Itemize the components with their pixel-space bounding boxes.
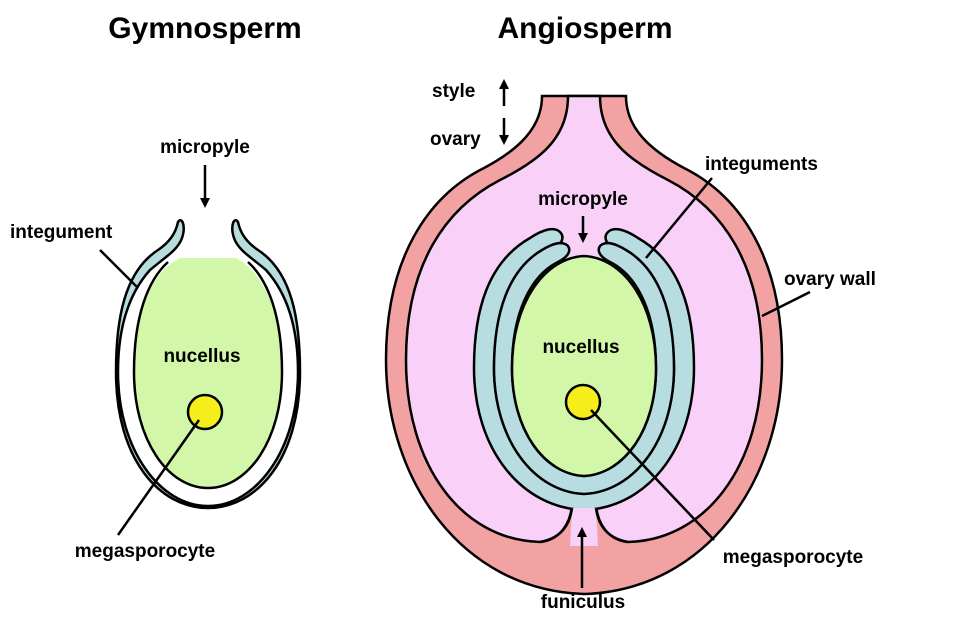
gymnosperm-integument-ring	[114, 219, 302, 510]
angiosperm-nucellus	[510, 254, 658, 478]
angiosperm-ovary-wall-label: ovary wall	[784, 269, 876, 290]
gymnosperm-integument-label: integument	[10, 222, 113, 243]
gymnosperm-megasporocyte	[186, 393, 224, 431]
gymnosperm-micropyle-label: micropyle	[160, 137, 250, 158]
gymnosperm-megasporocyte-leader	[116, 419, 201, 536]
funiculus-outline	[539, 507, 629, 544]
gymnosperm-nucellus-outline	[132, 261, 284, 490]
gymnosperm-annotations: micropyle integument nucellus megasporoc…	[10, 137, 250, 562]
gymnosperm-title: Gymnosperm	[108, 12, 301, 45]
angiosperm-style-label: style	[432, 81, 475, 102]
gymnosperm-megasporocyte-label: megasporocyte	[75, 541, 215, 562]
gymnosperm-panel: Gymnosperm	[108, 12, 302, 510]
gymnosperm-integument-leader	[99, 249, 139, 289]
angiosperm-layers	[384, 94, 784, 596]
gymnosperm-nucellus	[134, 258, 282, 488]
angiosperm-annotations: Angiosperm style ovary micropyle integum…	[430, 12, 876, 613]
angiosperm-micropyle-label: micropyle	[538, 189, 628, 210]
angiosperm-megasporocyte-label: megasporocyte	[723, 547, 863, 568]
angiosperm-integuments-label: integuments	[705, 154, 818, 175]
funiculus	[570, 508, 598, 546]
angiosperm-nucellus-label: nucellus	[542, 337, 619, 358]
angiosperm-integuments-leader	[645, 177, 713, 259]
angiosperm-megasporocyte-leader	[590, 409, 715, 541]
angiosperm-funiculus-label: funiculus	[541, 592, 625, 613]
gymnosperm-nucellus-label: nucellus	[163, 346, 240, 367]
gymnosperm-layers	[132, 258, 284, 490]
angiosperm-ovary-label: ovary	[430, 129, 481, 150]
angiosperm-title: Angiosperm	[497, 12, 672, 45]
angiosperm-ovary-wall-leader	[761, 290, 811, 318]
